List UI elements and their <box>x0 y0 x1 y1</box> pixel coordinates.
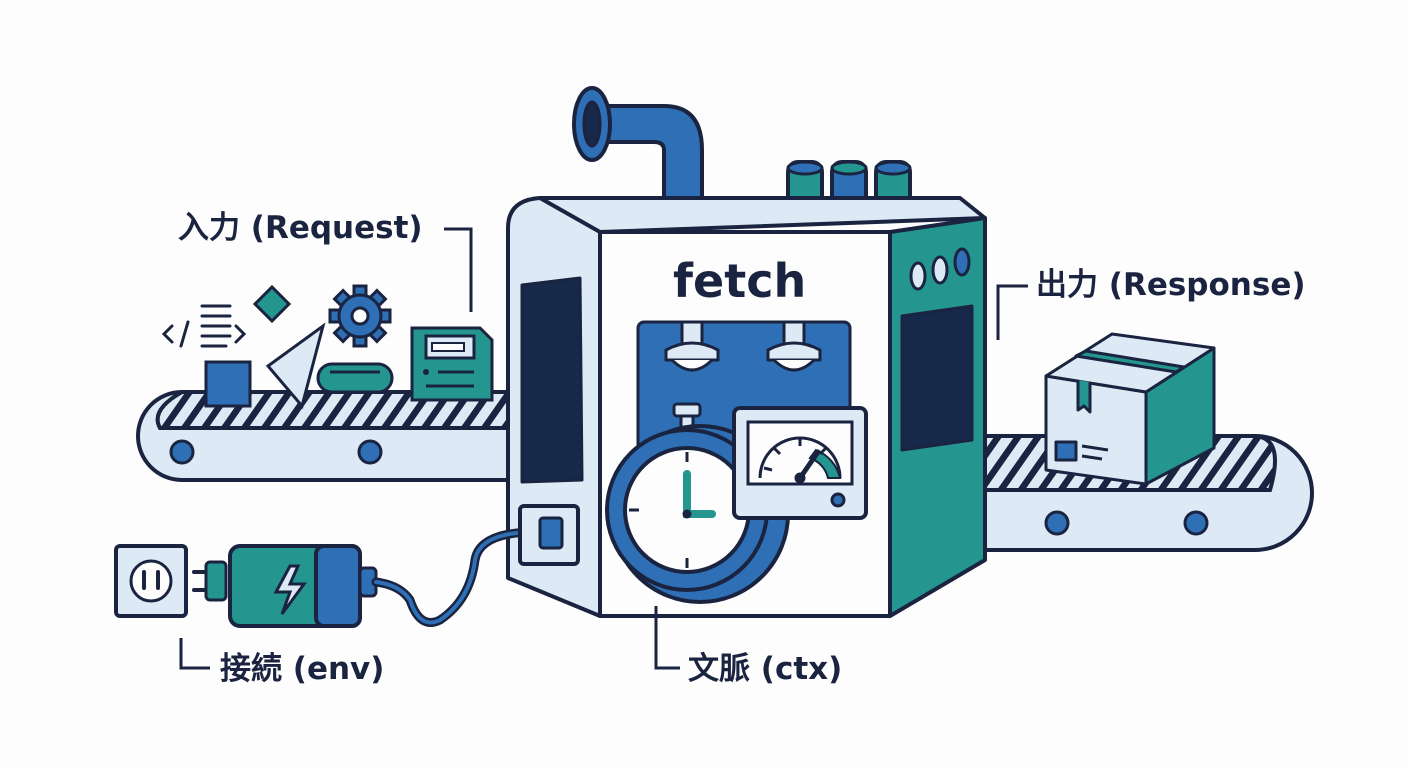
response-leader <box>996 284 1028 340</box>
box-icon <box>1044 332 1216 486</box>
roller <box>169 439 195 465</box>
leader-lines <box>179 227 1028 670</box>
response-label: 出力 (Response) <box>1036 267 1306 303</box>
cube-icon <box>204 360 252 408</box>
ctx-leader <box>654 606 680 670</box>
gear-icon <box>328 284 392 348</box>
roller <box>357 439 383 465</box>
battery-icon <box>228 544 378 628</box>
request-label: 入力 (Request) <box>178 210 423 246</box>
code-icon <box>161 304 247 348</box>
ctx-label: 文脈 (ctx) <box>688 651 843 687</box>
roller <box>1044 510 1070 536</box>
floppy-disk-icon <box>410 326 494 402</box>
power-outlet-icon <box>114 544 188 618</box>
pill-icon <box>316 362 394 394</box>
machine-socket <box>518 504 580 566</box>
plug-icon <box>192 560 228 602</box>
env-leader <box>179 638 210 670</box>
request-leader <box>444 227 473 312</box>
machine-title: fetch <box>673 254 807 308</box>
diamond-icon <box>252 284 292 324</box>
gauge-icon <box>732 406 868 520</box>
triangle-icon <box>265 322 326 410</box>
roller <box>1183 510 1209 536</box>
env-label: 接続 (env) <box>220 651 385 687</box>
lightning-icon <box>273 564 307 615</box>
